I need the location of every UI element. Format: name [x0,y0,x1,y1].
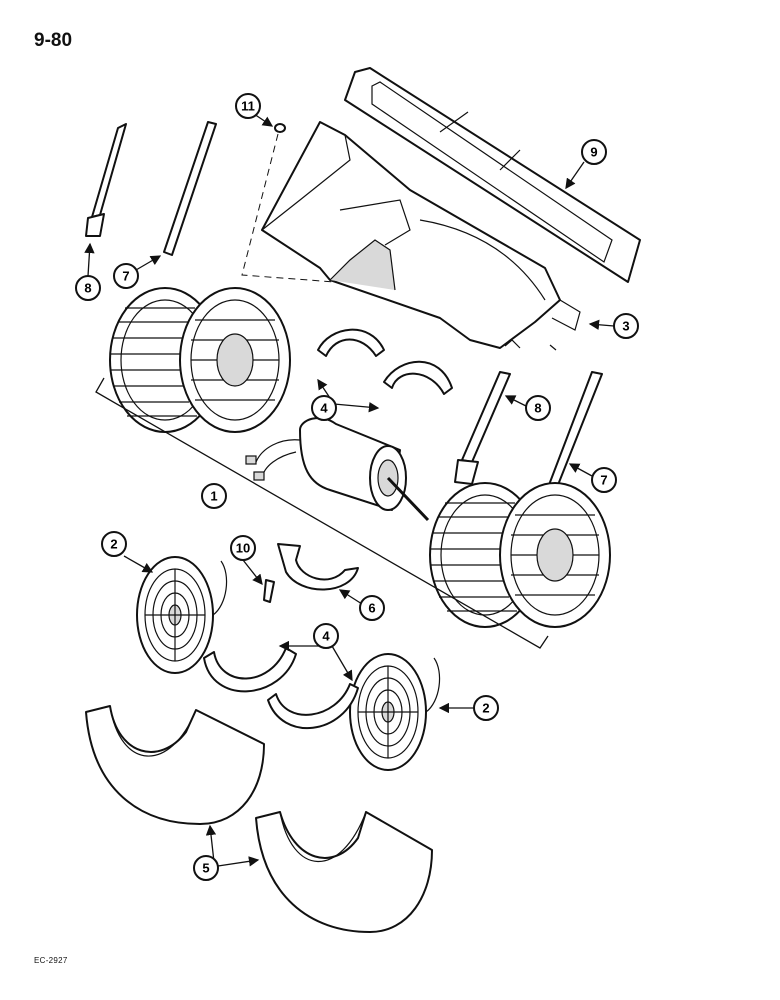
filter-frame [344,67,641,283]
callout-8-left: 8 [75,275,101,301]
locator-line [241,133,336,283]
svg-text:8: 8 [84,281,91,296]
motor-bracket [277,543,359,591]
svg-text:8: 8 [534,401,541,416]
svg-text:9: 9 [590,145,597,160]
clamp-strap-right [454,371,511,485]
screw-part [263,579,275,603]
assembly-bracket [95,377,549,649]
mount-strap-upper [317,328,453,395]
scroll-cover-left [85,705,265,825]
mount-strap-lower [203,647,359,730]
rubber-strap-left [163,121,217,256]
blower-wheel-right [429,482,611,628]
callout-4-upper: 4 [311,395,337,421]
inlet-ring-right [349,653,441,771]
svg-text:1: 1 [210,489,217,504]
blower-housing [261,121,581,351]
callout-10: 10 [230,535,256,561]
clamp-strap-left [85,123,127,237]
scroll-cover-right [255,811,433,933]
callout-7-left: 7 [113,263,139,289]
page-number: 9-80 [34,30,73,51]
svg-text:10: 10 [236,541,250,556]
svg-text:4: 4 [322,629,330,644]
nut-part [274,123,286,133]
callout-2-right: 2 [473,695,499,721]
svg-text:5: 5 [202,861,209,876]
svg-text:7: 7 [600,473,607,488]
drawing-code: EC-2927 [34,956,68,965]
callout-4-lower: 4 [313,623,339,649]
callout-3: 3 [613,313,639,339]
svg-text:2: 2 [482,701,489,716]
svg-text:4: 4 [320,401,328,416]
blower-wheel-left [109,287,291,433]
callout-8-right: 8 [525,395,551,421]
callout-6: 6 [359,595,385,621]
svg-text:6: 6 [368,601,375,616]
callout-1: 1 [201,483,227,509]
svg-text:7: 7 [122,269,129,284]
callout-5: 5 [193,855,219,881]
svg-text:3: 3 [622,319,629,334]
callout-2-left: 2 [101,531,127,557]
callout-11: 11 [235,93,261,119]
svg-text:11: 11 [241,99,255,114]
callout-9: 9 [581,139,607,165]
blower-motor [245,416,430,522]
callout-7-right: 7 [591,467,617,493]
svg-text:2: 2 [110,537,117,552]
